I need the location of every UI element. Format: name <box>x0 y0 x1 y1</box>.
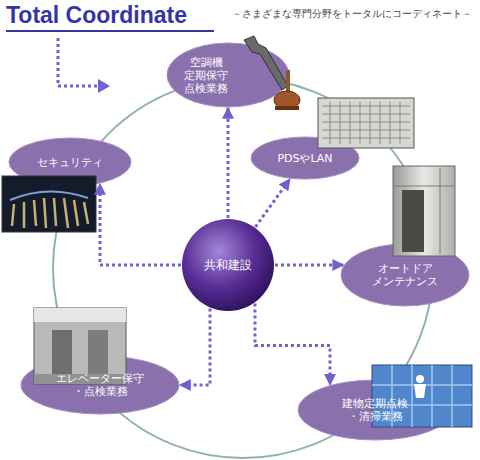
ellipse-shape <box>9 138 131 186</box>
service-name: セキュリティ <box>37 156 103 169</box>
building-facade <box>372 365 472 427</box>
window-cleaning-photo <box>372 365 472 427</box>
security-keys-photo <box>2 176 96 232</box>
sphere-shape <box>182 219 274 311</box>
oil-can-base <box>275 106 299 110</box>
keys-frame <box>2 176 96 232</box>
service-ellipse: PDSやLAN <box>250 136 360 180</box>
elevator-hall-photo <box>34 308 126 384</box>
service-name: PDSやLAN <box>277 152 332 165</box>
service-name: オートドア メンテナンス <box>369 262 441 288</box>
dotted-arrow <box>100 184 181 265</box>
door-opening <box>402 190 424 252</box>
wrench-symbol <box>244 36 288 90</box>
keyboard-frame <box>318 98 414 148</box>
service-ellipse: 空調機 定期保守 点検業務 <box>166 42 290 108</box>
service-ellipse: エレベーター保守 ・点検業務 <box>20 355 180 415</box>
keys <box>12 198 88 228</box>
hall-ceiling <box>34 308 126 322</box>
elevator-door <box>52 330 72 374</box>
dotted-arrow <box>255 179 289 227</box>
service-ellipse: 建物定期点検 ・清掃業務 <box>297 379 453 441</box>
dotted-arrow <box>275 264 343 267</box>
cleaner-head <box>416 375 424 383</box>
ellipse-shape <box>298 380 452 440</box>
wrench-illustration <box>244 36 300 110</box>
hall-floor <box>34 374 126 384</box>
service-name: 建物定期点検 ・清掃業務 <box>337 397 413 423</box>
company-sphere: 共和建設 <box>181 218 275 312</box>
window-grid <box>372 365 472 427</box>
service-name: 空調機 定期保守 点検業務 <box>181 56 231 95</box>
key-ring <box>10 191 88 200</box>
title-pointer-head <box>98 79 110 93</box>
cleaner-body <box>414 384 426 398</box>
dotted-arrow <box>180 308 210 385</box>
ellipse-shape <box>341 244 469 306</box>
service-name: エレベーター保守 ・点検業務 <box>53 372 147 398</box>
dotted-arrow <box>255 303 330 384</box>
door-panel-lines <box>393 168 455 254</box>
title-underline <box>6 30 214 32</box>
service-ellipse: セキュリティ <box>8 137 132 187</box>
door-frame <box>393 166 455 256</box>
company-name: 共和建設 <box>204 259 252 272</box>
hall-frame <box>34 308 126 384</box>
ellipse-shape <box>251 137 359 179</box>
oil-can-spout <box>286 70 290 92</box>
page-title: Total Coordinate <box>6 2 187 29</box>
keyboard-keys <box>322 102 410 144</box>
ellipse-shape <box>21 356 179 414</box>
service-ellipse: オートドア メンテナンス <box>340 243 470 307</box>
title-pointer-line <box>58 38 100 86</box>
auto-door-photo <box>393 166 455 256</box>
elevator-door <box>88 330 108 374</box>
subtitle-note: －さまざまな専門分野をトータルにコーディネート－ <box>232 8 472 21</box>
dotted-arrow <box>227 108 230 218</box>
keyboard-photo <box>318 98 414 148</box>
oil-can-body <box>274 91 300 109</box>
ellipse-shape <box>167 43 289 107</box>
